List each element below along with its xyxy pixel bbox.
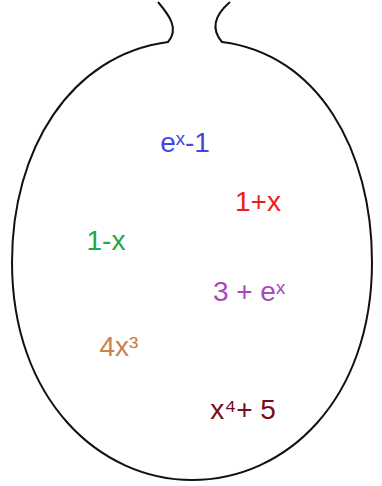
function-expression: 4x³ [100, 331, 139, 363]
function-expression: eˣ-1 [160, 127, 210, 159]
function-expression: 3 + eˣ [213, 276, 285, 308]
function-expression: x⁴+ 5 [210, 394, 276, 426]
bag-line [12, 2, 372, 480]
function-expression: 1+x [235, 186, 281, 218]
function-expression: 1-x [87, 225, 126, 257]
